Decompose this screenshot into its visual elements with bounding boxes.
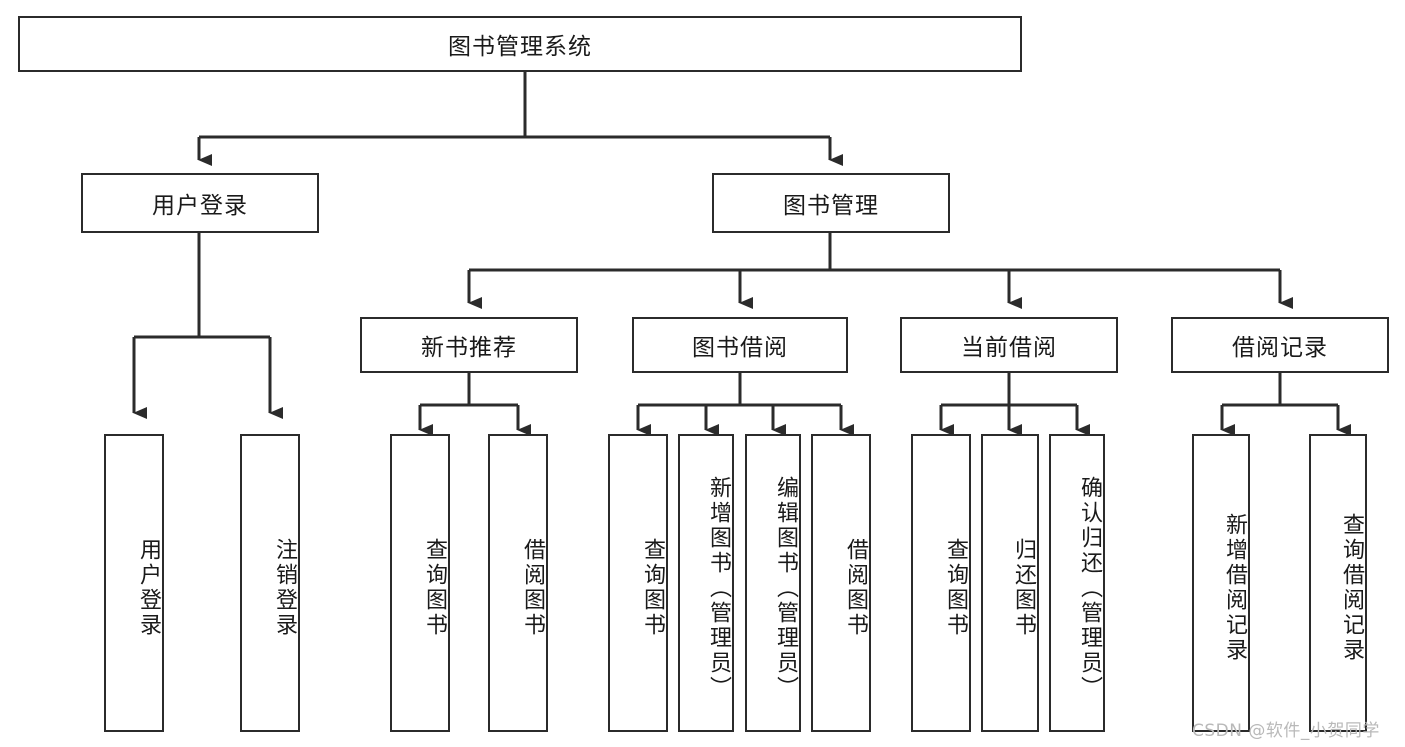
node-current-borrow-label: 当前借阅 [961, 335, 1057, 361]
node-leaf-borrow-book-1[interactable]: 借阅图书 [488, 434, 548, 732]
node-new-book-recommend-label: 新书推荐 [421, 335, 517, 361]
node-leaf-borrow-book-2-label: 借阅图书 [843, 538, 868, 638]
node-user-login-label: 用户登录 [152, 193, 248, 219]
node-leaf-query-book-1-label: 查询图书 [422, 538, 447, 638]
node-borrow-record-label: 借阅记录 [1232, 335, 1328, 361]
node-leaf-query-book-3-label: 查询图书 [943, 538, 968, 638]
node-leaf-query-borrow-record[interactable]: 查询借阅记录 [1309, 434, 1367, 732]
node-book-manage-label: 图书管理 [783, 193, 879, 219]
node-leaf-user-login-label: 用户登录 [136, 538, 161, 638]
node-user-login[interactable]: 用户登录 [81, 173, 319, 233]
node-leaf-query-book-2-label: 查询图书 [640, 538, 665, 638]
node-new-book-recommend[interactable]: 新书推荐 [360, 317, 578, 373]
node-book-manage[interactable]: 图书管理 [712, 173, 950, 233]
node-leaf-edit-book-admin[interactable]: 编辑图书（管理员） [745, 434, 801, 732]
node-leaf-add-book-admin-label: 新增图书（管理员） [706, 475, 731, 701]
node-leaf-borrow-book-2[interactable]: 借阅图书 [811, 434, 871, 732]
node-leaf-return-book[interactable]: 归还图书 [981, 434, 1039, 732]
node-leaf-query-book-2[interactable]: 查询图书 [608, 434, 668, 732]
node-leaf-add-borrow-record[interactable]: 新增借阅记录 [1192, 434, 1250, 732]
node-leaf-logout-login[interactable]: 注销登录 [240, 434, 300, 732]
node-leaf-query-borrow-record-label: 查询借阅记录 [1339, 513, 1364, 663]
node-leaf-query-book-1[interactable]: 查询图书 [390, 434, 450, 732]
node-leaf-return-book-label: 归还图书 [1011, 538, 1036, 638]
node-leaf-query-book-3[interactable]: 查询图书 [911, 434, 971, 732]
csdn-watermark: CSDN @软件_小贺同学 [1192, 721, 1380, 741]
node-leaf-confirm-return-admin-label: 确认归还（管理员） [1077, 475, 1102, 701]
node-root[interactable]: 图书管理系统 [18, 16, 1022, 72]
node-current-borrow[interactable]: 当前借阅 [900, 317, 1118, 373]
node-book-borrow-label: 图书借阅 [692, 335, 788, 361]
node-leaf-user-login[interactable]: 用户登录 [104, 434, 164, 732]
node-leaf-add-borrow-record-label: 新增借阅记录 [1222, 513, 1247, 663]
node-leaf-confirm-return-admin[interactable]: 确认归还（管理员） [1049, 434, 1105, 732]
node-leaf-logout-login-label: 注销登录 [272, 538, 297, 638]
node-root-label: 图书管理系统 [448, 34, 592, 60]
node-borrow-record[interactable]: 借阅记录 [1171, 317, 1389, 373]
node-leaf-borrow-book-1-label: 借阅图书 [520, 538, 545, 638]
node-leaf-edit-book-admin-label: 编辑图书（管理员） [773, 475, 798, 701]
node-book-borrow[interactable]: 图书借阅 [632, 317, 848, 373]
node-leaf-add-book-admin[interactable]: 新增图书（管理员） [678, 434, 734, 732]
